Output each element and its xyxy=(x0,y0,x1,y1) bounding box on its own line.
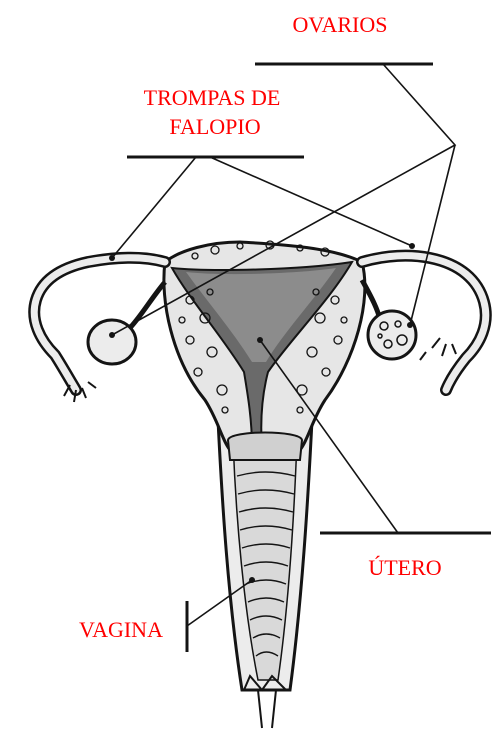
trompas-leader-left xyxy=(112,157,196,258)
vaginal-opening xyxy=(258,690,276,728)
trompas-leader-right xyxy=(210,157,412,246)
right-fimbriae xyxy=(420,338,456,360)
label-vagina: VAGINA xyxy=(66,617,176,643)
ovarios-leader-right xyxy=(410,145,455,325)
label-trompas-line2: FALOPIO xyxy=(140,114,290,140)
right-ovary xyxy=(368,311,416,359)
cervix xyxy=(228,433,302,461)
label-utero: ÚTERO xyxy=(350,555,460,581)
label-trompas-line1: TROMPAS DE xyxy=(112,85,312,111)
label-ovarios: OVARIOS xyxy=(280,12,400,38)
